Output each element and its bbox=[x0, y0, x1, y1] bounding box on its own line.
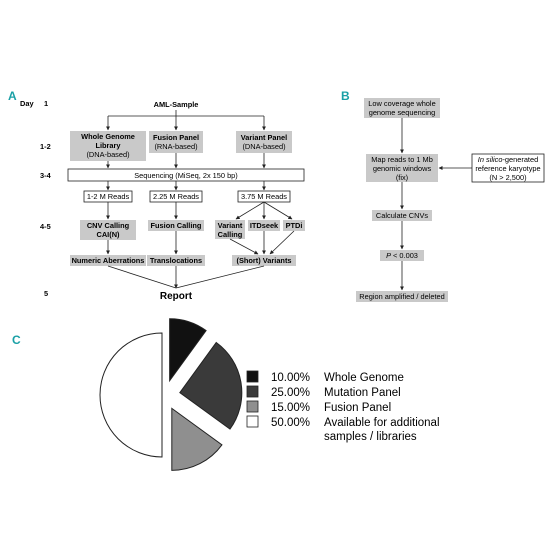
day-label-1: 1 bbox=[44, 99, 48, 108]
pie-slice-available bbox=[99, 332, 163, 458]
low-coverage-line1: Low coverage whole bbox=[368, 99, 435, 108]
itdseek-box bbox=[248, 220, 280, 231]
day-label-1-2: 1-2 bbox=[40, 142, 51, 151]
variant-calling-box bbox=[215, 220, 245, 239]
panel-c: C 10.00% Whole Genome 25.00% Mutation Pa… bbox=[12, 318, 440, 471]
map-reads-line3: (fix) bbox=[396, 173, 408, 182]
ptdi-box bbox=[283, 220, 305, 231]
sequencing-label: Sequencing (MiSeq, 2x 150 bp) bbox=[134, 171, 238, 180]
region-label: Region amplified / deleted bbox=[359, 292, 444, 301]
day-label-4-5: 4-5 bbox=[40, 222, 51, 231]
short-variants-box bbox=[232, 255, 296, 266]
legend-label-mutation-panel: Mutation Panel bbox=[324, 387, 401, 399]
aml-sample-label: AML-Sample bbox=[154, 100, 199, 109]
legend-label-available-line2: samples / libraries bbox=[324, 431, 417, 443]
legend-label-available: Available for additional bbox=[324, 417, 440, 429]
in-silico-box bbox=[471, 153, 545, 183]
cnv-calling-box bbox=[80, 220, 136, 240]
day-label-3-4: 3-4 bbox=[40, 171, 52, 180]
translocations-label: Translocations bbox=[150, 256, 202, 265]
pie-chart bbox=[99, 318, 243, 471]
itdseek-label: ITDseek bbox=[250, 221, 279, 230]
legend-pct-whole-genome: 10.00% bbox=[271, 372, 310, 384]
variant-panel-box bbox=[236, 131, 292, 153]
region-box bbox=[356, 291, 448, 302]
short-variants-label: (Short) Variants bbox=[236, 256, 291, 265]
cnv-calling-line1: CNV Calling bbox=[87, 221, 130, 230]
panel-a-letter: A bbox=[8, 89, 17, 103]
fusion-calling-box bbox=[148, 220, 204, 231]
legend-swatch-available bbox=[246, 415, 259, 428]
fusion-calling-label: Fusion Calling bbox=[151, 221, 202, 230]
legend: 10.00% Whole Genome 25.00% Mutation Pane… bbox=[246, 370, 440, 443]
in-silico-italic: In silico bbox=[478, 155, 503, 164]
whole-genome-line2: Library bbox=[95, 141, 121, 150]
fusion-panel-line2: (RNA-based) bbox=[154, 142, 197, 151]
whole-genome-line3: (DNA-based) bbox=[86, 150, 129, 159]
p-value-label: P < 0.003 bbox=[386, 251, 418, 260]
variant-panel-line2: (DNA-based) bbox=[242, 142, 285, 151]
fusion-panel-line1: Fusion Panel bbox=[153, 133, 199, 142]
reads-fusion-label: 2.25 M Reads bbox=[153, 192, 199, 201]
p-value-rest: < 0.003 bbox=[391, 251, 418, 260]
pie-slice-mutation-panel bbox=[179, 341, 243, 430]
variant-calling-line2: Calling bbox=[218, 230, 243, 239]
reads-variant-label: 3.75 M Reads bbox=[241, 192, 287, 201]
in-silico-line2: reference karyotype bbox=[475, 164, 540, 173]
sequencing-box bbox=[67, 168, 305, 182]
p-value-p: P bbox=[386, 251, 391, 260]
calculate-cnvs-label: Calculate CNVs bbox=[376, 211, 428, 220]
reads-wg-label: 1-2 M Reads bbox=[87, 192, 130, 201]
legend-pct-mutation-panel: 25.00% bbox=[271, 387, 310, 399]
legend-pct-available: 50.00% bbox=[271, 417, 310, 429]
cnv-calling-line2: CAI(N) bbox=[97, 230, 121, 239]
numeric-aberrations-label: Numeric Aberrations bbox=[72, 256, 145, 265]
day-header: Day bbox=[20, 99, 34, 108]
ptdi-label: PTDi bbox=[286, 221, 303, 230]
translocations-box bbox=[147, 255, 205, 266]
day-label-5: 5 bbox=[44, 289, 48, 298]
variant-calling-line1: Variant bbox=[218, 221, 243, 230]
calculate-cnvs-box bbox=[372, 210, 432, 221]
pie-slice-whole-genome bbox=[169, 318, 207, 383]
pie-slice-fusion-panel bbox=[171, 407, 223, 471]
p-value-box bbox=[380, 250, 424, 261]
in-silico-line1: In silico-generated bbox=[478, 155, 538, 164]
panel-b: B Low coverage whole genome sequencing M… bbox=[341, 89, 545, 302]
legend-pct-fusion-panel: 15.00% bbox=[271, 402, 310, 414]
fusion-panel-box bbox=[149, 131, 203, 153]
in-silico-line3: (N > 2,500) bbox=[489, 173, 526, 182]
panel-a: A Day 1 1-2 3-4 4-5 5 AML-Sample Whole G… bbox=[8, 89, 305, 302]
report-label: Report bbox=[160, 291, 193, 302]
legend-label-fusion-panel: Fusion Panel bbox=[324, 402, 391, 414]
legend-swatch-fusion-panel bbox=[246, 400, 259, 413]
whole-genome-line1: Whole Genome bbox=[81, 132, 135, 141]
panel-c-letter: C bbox=[12, 333, 21, 347]
variant-panel-line1: Variant Panel bbox=[241, 133, 287, 142]
legend-label-whole-genome: Whole Genome bbox=[324, 372, 404, 384]
numeric-aberrations-box bbox=[70, 255, 146, 266]
low-coverage-line2: genome sequencing bbox=[369, 108, 436, 117]
in-silico-rest: -generated bbox=[502, 155, 538, 164]
map-reads-line1: Map reads to 1 Mb bbox=[371, 155, 433, 164]
map-reads-box bbox=[366, 154, 438, 182]
low-coverage-box bbox=[364, 98, 440, 118]
legend-swatch-whole-genome bbox=[246, 370, 259, 383]
map-reads-line2: genomic windows bbox=[373, 164, 432, 173]
whole-genome-box bbox=[70, 131, 146, 161]
panel-b-letter: B bbox=[341, 89, 350, 103]
legend-swatch-mutation-panel bbox=[246, 385, 259, 398]
